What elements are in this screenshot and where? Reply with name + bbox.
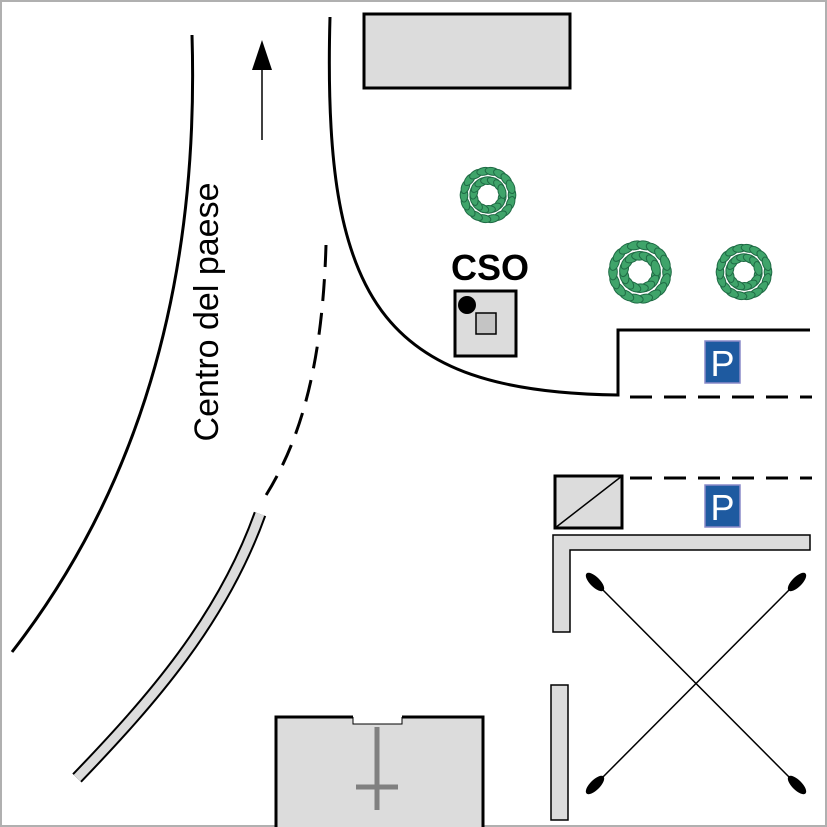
road-edge-left — [10, 34, 195, 653]
road-edge-right — [327, 16, 810, 397]
parking-sign-icon: P — [704, 484, 741, 528]
svg-text:P: P — [710, 487, 734, 528]
leaf — [505, 179, 516, 195]
road-centerline — [261, 244, 328, 501]
building-top — [362, 12, 572, 90]
church-building — [274, 715, 485, 827]
leaf — [659, 254, 671, 271]
tree-icon — [608, 240, 672, 304]
wall-l-shaped — [552, 534, 811, 633]
leaf — [753, 261, 763, 276]
court-cross — [585, 572, 807, 795]
sidewalk — [73, 512, 265, 782]
manhole-icon — [458, 296, 476, 314]
parking-sign-icon: P — [704, 340, 741, 384]
utility-box-diagonal — [554, 475, 623, 529]
arrow-up-icon — [252, 40, 272, 70]
leaf — [650, 259, 661, 277]
svg-text:P: P — [710, 343, 734, 384]
cso-chamber — [475, 312, 497, 335]
tree-icon — [715, 243, 773, 301]
leaf — [497, 184, 507, 199]
tree-icon — [459, 166, 517, 224]
wall-vertical — [550, 684, 569, 821]
leaf — [761, 256, 772, 272]
direction-label: Centro del paese — [188, 183, 226, 442]
cso-label: CSO — [451, 247, 529, 288]
